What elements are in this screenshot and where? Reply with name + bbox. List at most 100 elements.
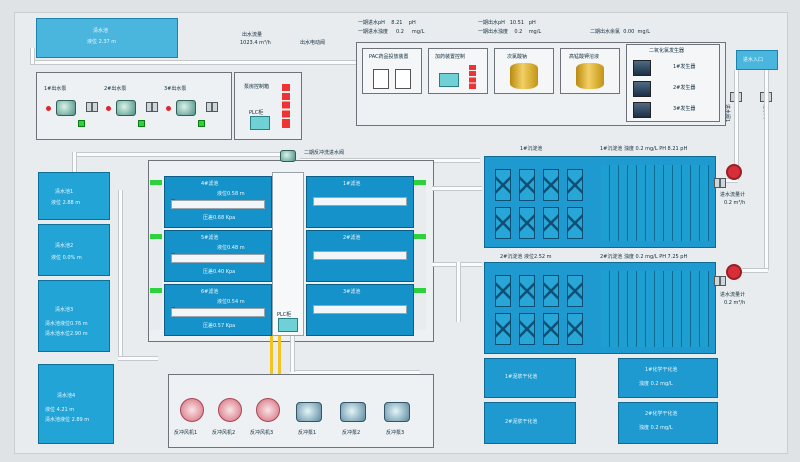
filter-3-title: 3#滤池 <box>343 289 361 295</box>
pump-label-2: 2#出水泵 <box>104 86 127 92</box>
air-pipe-1 <box>270 336 273 386</box>
filter-1-title: 1#滤池 <box>343 181 361 187</box>
outflow-value: 1023.4 m³/h <box>240 40 271 46</box>
clear-tank-3-name: 清水池3 <box>55 307 74 313</box>
chlorine-gen-2[interactable]: 2#发生器 <box>633 80 713 97</box>
pump-house-plc[interactable] <box>250 116 270 130</box>
outlet-pump-2[interactable] <box>116 100 136 116</box>
dosing-plc[interactable] <box>439 73 459 87</box>
chem-dry-1[interactable]: 1#化学干化池 浊度 0.2 mg/L <box>618 358 718 398</box>
dosing-control-unit[interactable]: 加药装置控制 <box>428 48 488 94</box>
hypochlorite-unit[interactable]: 次氯酸钠 <box>494 48 554 94</box>
readouts-right: 一期出水pH 10.51 pH 一期出水浊度 0.2 mg/L <box>478 20 541 35</box>
chlorine-gen-1[interactable]: 1#发生器 <box>633 59 713 76</box>
chlorine-gen-3[interactable]: 3#发生器 <box>633 101 713 118</box>
sed-inlet-valve-1[interactable] <box>714 178 726 188</box>
lamella-pack <box>495 275 511 307</box>
sed-1-readout: 1#沉淀池 浊度 0.2 mg/L PH 8.21 pH <box>600 146 688 152</box>
air-pipe-2 <box>278 336 281 396</box>
top-clear-tank[interactable]: 清水池 液位 2.37 m <box>36 18 178 58</box>
outlet-pump-1[interactable] <box>56 100 76 116</box>
pump-1-run-light <box>78 120 85 127</box>
filter-2[interactable]: 2#滤池 <box>306 230 414 282</box>
filter-5[interactable]: 5#滤池 液位0.48 m 压差0.40 Kpa <box>164 230 272 282</box>
outflow-valve-label: 出水电动阀 <box>300 40 326 46</box>
backwash-pump-2[interactable] <box>340 402 366 422</box>
backwash-pump-3[interactable] <box>384 402 410 422</box>
pac-dosing-label: PAC药品投放装置 <box>369 54 409 60</box>
chem-dry-1-line: 浊度 0.2 mg/L <box>639 381 673 387</box>
flow-meter-1-label: 进水流量计 <box>720 192 746 198</box>
pump-1-valve[interactable] <box>86 102 98 112</box>
lamella-pack <box>567 169 583 201</box>
flow-meter-1[interactable] <box>726 164 742 180</box>
sed-inlet-valve-2[interactable] <box>714 276 726 286</box>
top-pipe <box>30 60 360 65</box>
filter-6-dp: 压差0.57 Kpa <box>203 323 236 329</box>
outlet-pump-3[interactable] <box>176 100 196 116</box>
pump-2-run-light <box>138 120 145 127</box>
filter-6-level: 液位0.54 m <box>217 299 245 305</box>
sed-1-label: 1#沉淀池 <box>520 146 543 152</box>
lamella-pack <box>567 275 583 307</box>
pump-3-valve[interactable] <box>206 102 218 112</box>
permanganate-drum <box>576 63 604 89</box>
backwash-pump-1[interactable] <box>296 402 322 422</box>
blower-2[interactable] <box>218 398 242 422</box>
clear-tank-1[interactable]: 清水池1 液位 2.88 m <box>38 172 110 220</box>
pump-control-panel <box>234 72 302 140</box>
clear-tank-1-name: 清水池1 <box>55 189 74 195</box>
clear-tank-4[interactable]: 清水池4 液位 4.21 m 清水池液位 2.89 m <box>38 364 114 444</box>
blower-3[interactable] <box>256 398 280 422</box>
sedimentation-1[interactable] <box>484 156 716 248</box>
clear-tank-4-name: 清水池4 <box>57 393 76 399</box>
readout-row: 一期进水浊度 0.2 mg/L <box>358 29 425 35</box>
pump-2-valve[interactable] <box>146 102 158 112</box>
pac-dosing-unit[interactable]: PAC药品投放装置 <box>362 48 422 94</box>
filter-1[interactable]: 1#滤池 <box>306 176 414 228</box>
filter-plc[interactable] <box>278 318 298 332</box>
filter-bottom-pipe <box>456 262 461 322</box>
clear-tank-2[interactable]: 清水池2 液位 0.0% m <box>38 224 110 276</box>
filter-plc-label: PLC柜 <box>277 312 292 318</box>
chlorine-generators: 二氧化氯发生器 1#发生器 2#发生器 3#发生器 <box>626 44 720 122</box>
flow-meter-2[interactable] <box>726 264 742 280</box>
sludge-dry-1[interactable]: 1#泥浆干化池 <box>484 358 576 398</box>
lamella-pack <box>519 275 535 307</box>
sedimentation-2[interactable] <box>484 262 716 354</box>
filter-5-title: 5#滤池 <box>201 235 219 241</box>
permanganate-unit[interactable]: 高锰酸钾溶液 <box>560 48 620 94</box>
hypochlorite-drum <box>510 63 538 89</box>
clear-tank-4-line2: 清水池液位 2.89 m <box>45 417 90 423</box>
readout-row: 一期出水pH 10.51 pH <box>478 20 536 26</box>
lamella-pack <box>543 313 559 345</box>
generator-icon <box>633 81 651 97</box>
backwash-inlet-pump[interactable] <box>280 150 296 162</box>
dosing-lights <box>469 65 476 89</box>
filter-6[interactable]: 6#滤池 液位0.54 m 压差0.57 Kpa <box>164 284 272 336</box>
chem-dry-2[interactable]: 2#化学干化池 浊度 0.2 mg/L <box>618 402 718 444</box>
pump-house-plc-label: PLC柜 <box>249 110 264 116</box>
inlet-label: 进水入口 <box>743 57 764 63</box>
clear-tank-2-level: 液位 0.0% m <box>51 255 82 261</box>
clear-tank-3[interactable]: 清水池3 清水池液位0.76 m 清水池水位2.90 m <box>38 280 110 352</box>
filter-6-bar <box>171 308 265 317</box>
hypochlorite-label: 次氯酸钠 <box>507 54 528 60</box>
blower-1[interactable] <box>180 398 204 422</box>
pump-label-3: 3#出水泵 <box>164 86 187 92</box>
filter-right-valves <box>414 180 426 330</box>
lamella-pack <box>543 275 559 307</box>
backwash-pump-2-label: 反冲泵2 <box>342 430 361 436</box>
readouts-left: 一期进水pH 8.21 pH 一期进水浊度 0.2 mg/L <box>358 20 424 35</box>
tank-pipe-h <box>118 356 158 361</box>
sed-1-right-pack <box>601 165 709 241</box>
filter-4[interactable]: 4#滤池 液位0.58 m 压差0.68 Kpa <box>164 176 272 228</box>
sludge-dry-2[interactable]: 2#泥浆干化池 <box>484 402 576 444</box>
mid-pipe <box>72 152 282 157</box>
filter-5-dp: 压差0.40 Kpa <box>203 269 236 275</box>
filter-3[interactable]: 3#滤池 <box>306 284 414 336</box>
sed-2-right-pack <box>601 271 709 347</box>
lamella-pack <box>519 169 535 201</box>
water-inlet[interactable]: 进水入口 <box>736 50 778 70</box>
lamella-pack <box>495 169 511 201</box>
